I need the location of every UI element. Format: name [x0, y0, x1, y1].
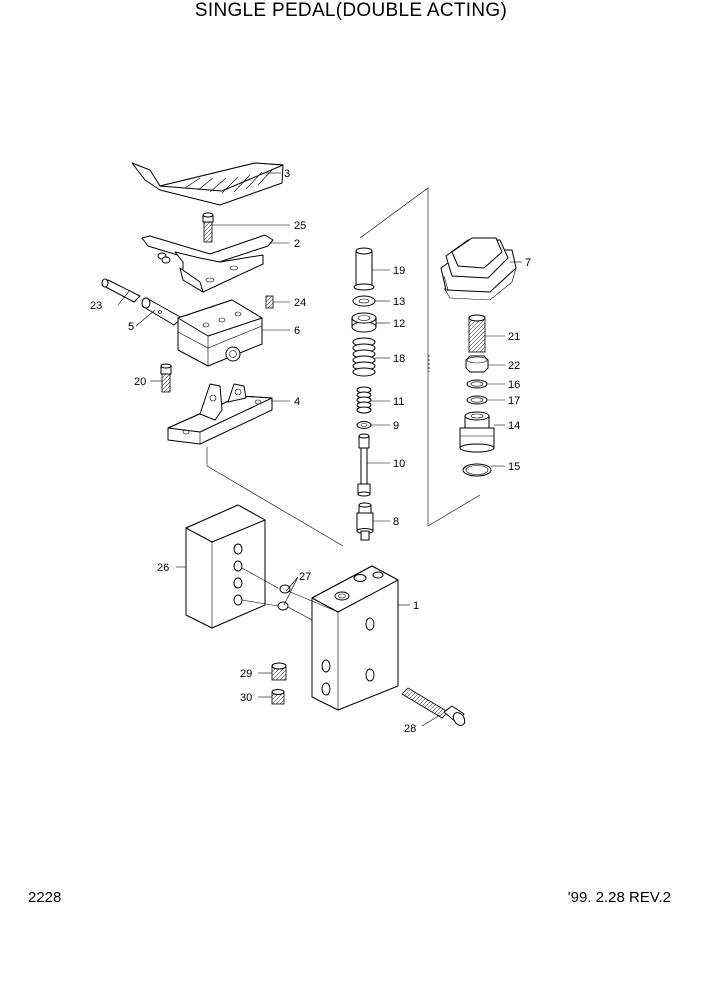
part-17-washer — [466, 395, 488, 405]
part-20-bolt — [160, 363, 172, 393]
part-26-cover-block — [185, 504, 266, 629]
callout-17: 17 — [508, 395, 520, 407]
part-6-block — [177, 299, 263, 367]
part-24-set-screw — [265, 295, 274, 309]
part-5-pin — [141, 297, 183, 326]
callout-10: 10 — [393, 458, 405, 470]
callout-11: 11 — [393, 396, 404, 408]
part-11-spring — [356, 386, 372, 414]
callout-24: 24 — [294, 297, 306, 309]
assembly-guide-lines — [206, 187, 481, 547]
part-30-plug — [271, 689, 285, 705]
callout-23: 23 — [90, 300, 102, 312]
callout-28: 28 — [404, 723, 416, 735]
page-title: SINGLE PEDAL(DOUBLE ACTING) — [194, 0, 508, 21]
callout-29: 29 — [240, 668, 252, 680]
part-28-socket-bolt — [401, 687, 466, 726]
callout-4: 4 — [294, 396, 300, 408]
part-19-plunger — [353, 247, 375, 291]
part-10-rod — [357, 433, 371, 497]
callout-30: 30 — [240, 692, 252, 704]
part-14-plug — [459, 411, 495, 453]
callout-13: 13 — [393, 296, 405, 308]
part-9-washer — [356, 421, 372, 429]
part-15-o-ring — [462, 463, 492, 477]
leader-lines — [117, 172, 522, 727]
part-22-nut — [465, 355, 489, 373]
part-27-o-rings — [277, 584, 291, 611]
callout-19: 19 — [393, 265, 405, 277]
callout-5: 5 — [128, 321, 134, 333]
callout-22: 22 — [508, 360, 520, 372]
revision-date: '99. 2.28 REV.2 — [567, 889, 671, 906]
callout-26: 26 — [157, 562, 169, 574]
callout-1: 1 — [413, 600, 419, 612]
part-8-spool — [356, 502, 374, 541]
part-7-rubber-boot — [440, 237, 517, 301]
page-number: 2228 — [28, 889, 62, 906]
callout-6: 6 — [294, 325, 300, 337]
callout-20: 20 — [134, 376, 146, 388]
callout-12: 12 — [393, 318, 405, 330]
callout-labels: 3 25 2 23 5 24 6 20 4 19 13 12 18 11 9 1… — [90, 168, 531, 735]
callout-2: 2 — [294, 238, 300, 250]
callout-7: 7 — [525, 257, 531, 269]
part-4-bracket — [167, 383, 273, 445]
part-23-pin — [101, 278, 141, 303]
callout-3: 3 — [284, 168, 290, 180]
callout-16: 16 — [508, 379, 520, 391]
callout-27: 27 — [299, 571, 311, 583]
callout-15: 15 — [508, 461, 520, 473]
part-29-plug — [271, 662, 287, 681]
callout-25: 25 — [294, 220, 306, 232]
part-13-washer — [352, 295, 376, 307]
part-21-threaded-stud — [468, 314, 486, 353]
callout-21: 21 — [508, 331, 520, 343]
callout-14: 14 — [508, 420, 520, 432]
part-2-pedal — [141, 234, 274, 293]
part-3-pedal-cover — [131, 162, 284, 206]
part-12-spacer — [351, 312, 377, 333]
part-18-spring — [352, 337, 376, 377]
callout-9: 9 — [393, 420, 399, 432]
part-1-valve-body — [311, 565, 399, 711]
callout-18: 18 — [393, 353, 405, 365]
callout-8: 8 — [393, 516, 399, 528]
part-25-bolt — [202, 212, 214, 243]
part-16-o-ring — [466, 379, 488, 389]
